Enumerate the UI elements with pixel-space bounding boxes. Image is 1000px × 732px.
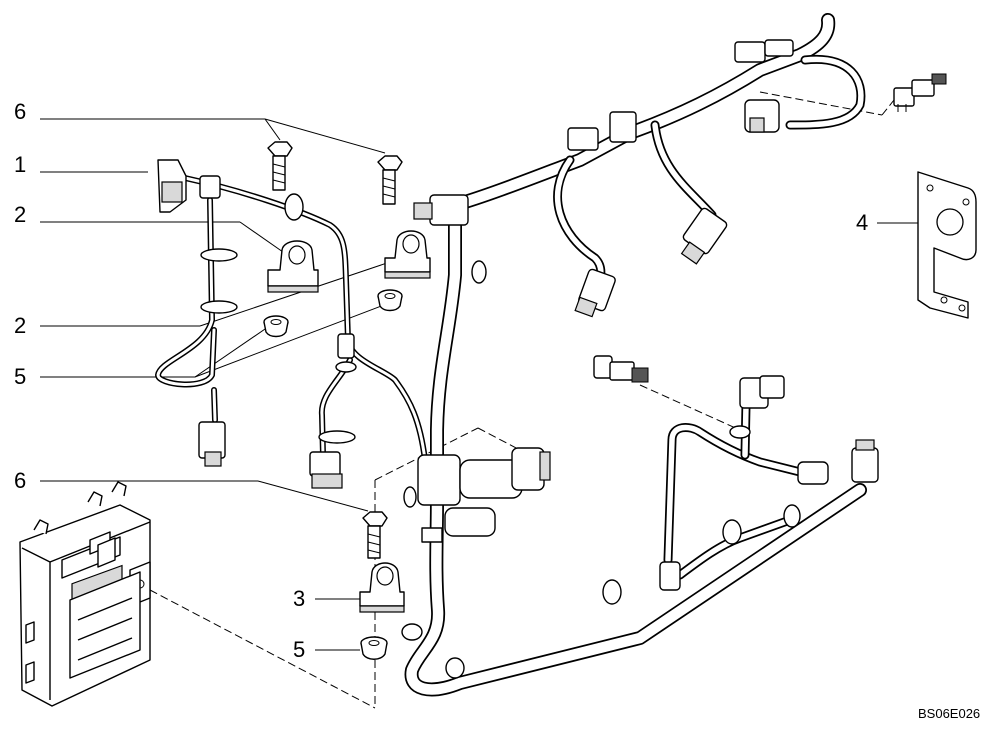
callout-6-middle: 6 — [14, 468, 26, 493]
callout-1: 1 — [14, 152, 26, 177]
callout-numbers: 6 1 2 2 5 6 3 5 4 — [14, 99, 868, 662]
diagram-reference-code: BS06E026 — [918, 706, 980, 721]
bolt-part-6-c — [362, 511, 388, 559]
bracket-part-4 — [917, 171, 977, 319]
sensor-middle — [593, 355, 649, 383]
callout-3: 3 — [293, 586, 305, 611]
bolt-part-6-b — [377, 155, 403, 205]
callout-2-upper: 2 — [14, 202, 26, 227]
grommet-part-5-a — [263, 315, 289, 338]
clamp-part-2-a — [267, 240, 319, 293]
callout-5-bottom: 5 — [293, 637, 305, 662]
clamp-part-2-b — [384, 230, 431, 279]
harness-clips — [200, 193, 801, 679]
callout-5-left: 5 — [14, 364, 26, 389]
leader-lines — [40, 118, 918, 651]
grommet-part-5-c — [360, 636, 388, 660]
callout-6-top: 6 — [14, 99, 26, 124]
ecu-module — [19, 481, 151, 707]
harness-connectors — [157, 39, 879, 591]
callout-4: 4 — [856, 210, 868, 235]
clamp-part-3 — [359, 562, 405, 613]
callout-2-lower: 2 — [14, 313, 26, 338]
bolt-part-6-a — [267, 141, 293, 191]
loose-sensors — [593, 73, 947, 383]
grommet-part-5-b — [377, 289, 403, 312]
sensor-upper-right — [893, 73, 947, 112]
